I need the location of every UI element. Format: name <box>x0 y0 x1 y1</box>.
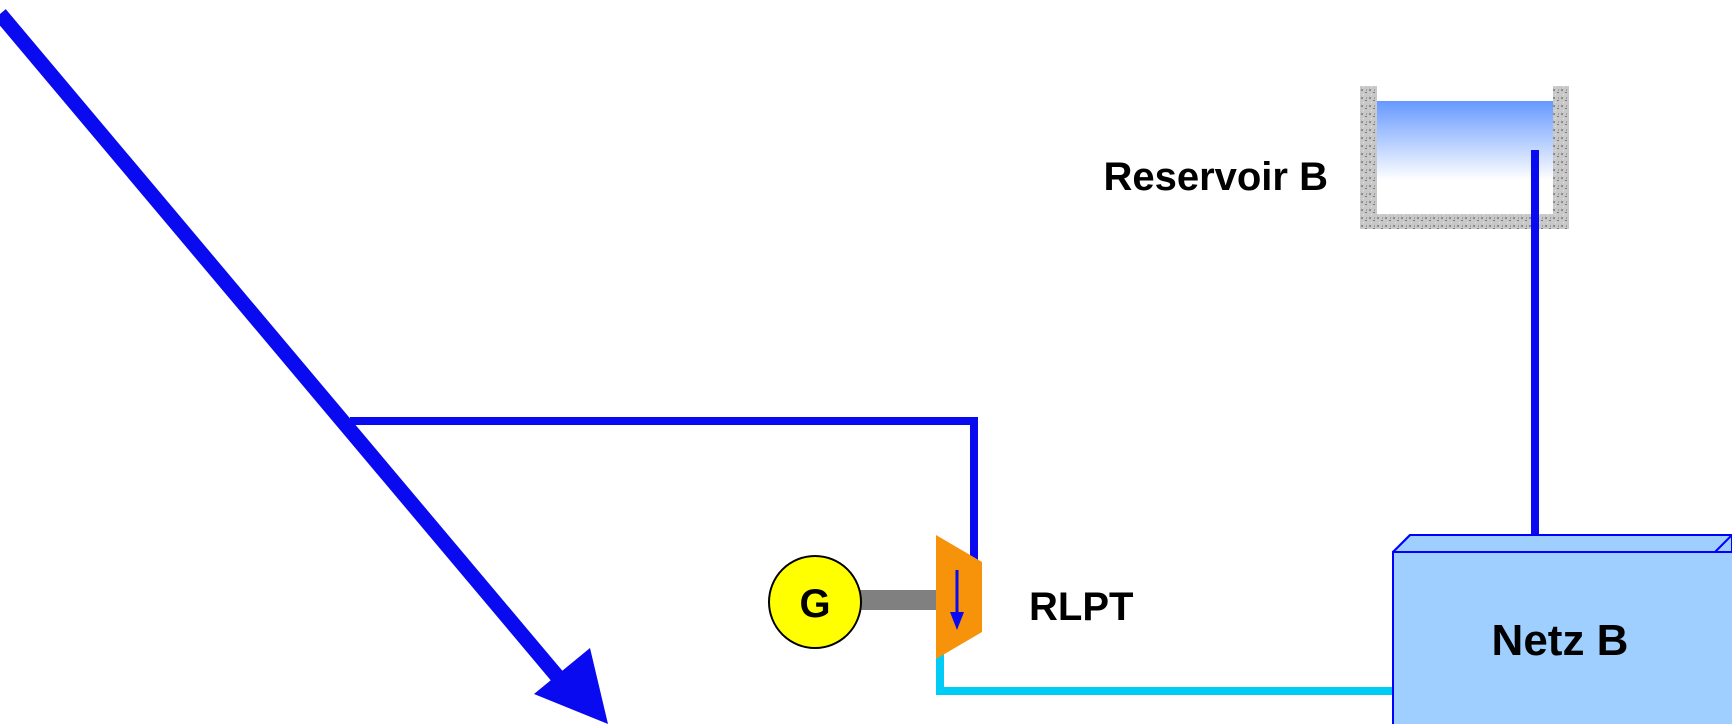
network-label: Netz B <box>1492 616 1629 665</box>
outlet-pipe <box>936 650 1395 695</box>
network-box-icon <box>1392 534 1732 724</box>
turbine-label: RLPT <box>1029 585 1133 629</box>
generator-label: G <box>799 582 830 626</box>
generator-icon: G <box>768 555 862 649</box>
penstock-pipe <box>350 417 978 563</box>
flow-arrow-icon <box>0 9 608 724</box>
turbine-icon <box>936 535 982 659</box>
reservoir-icon <box>1360 86 1569 229</box>
generator-shaft <box>858 590 938 610</box>
reservoir-label: Reservoir B <box>1103 155 1328 199</box>
